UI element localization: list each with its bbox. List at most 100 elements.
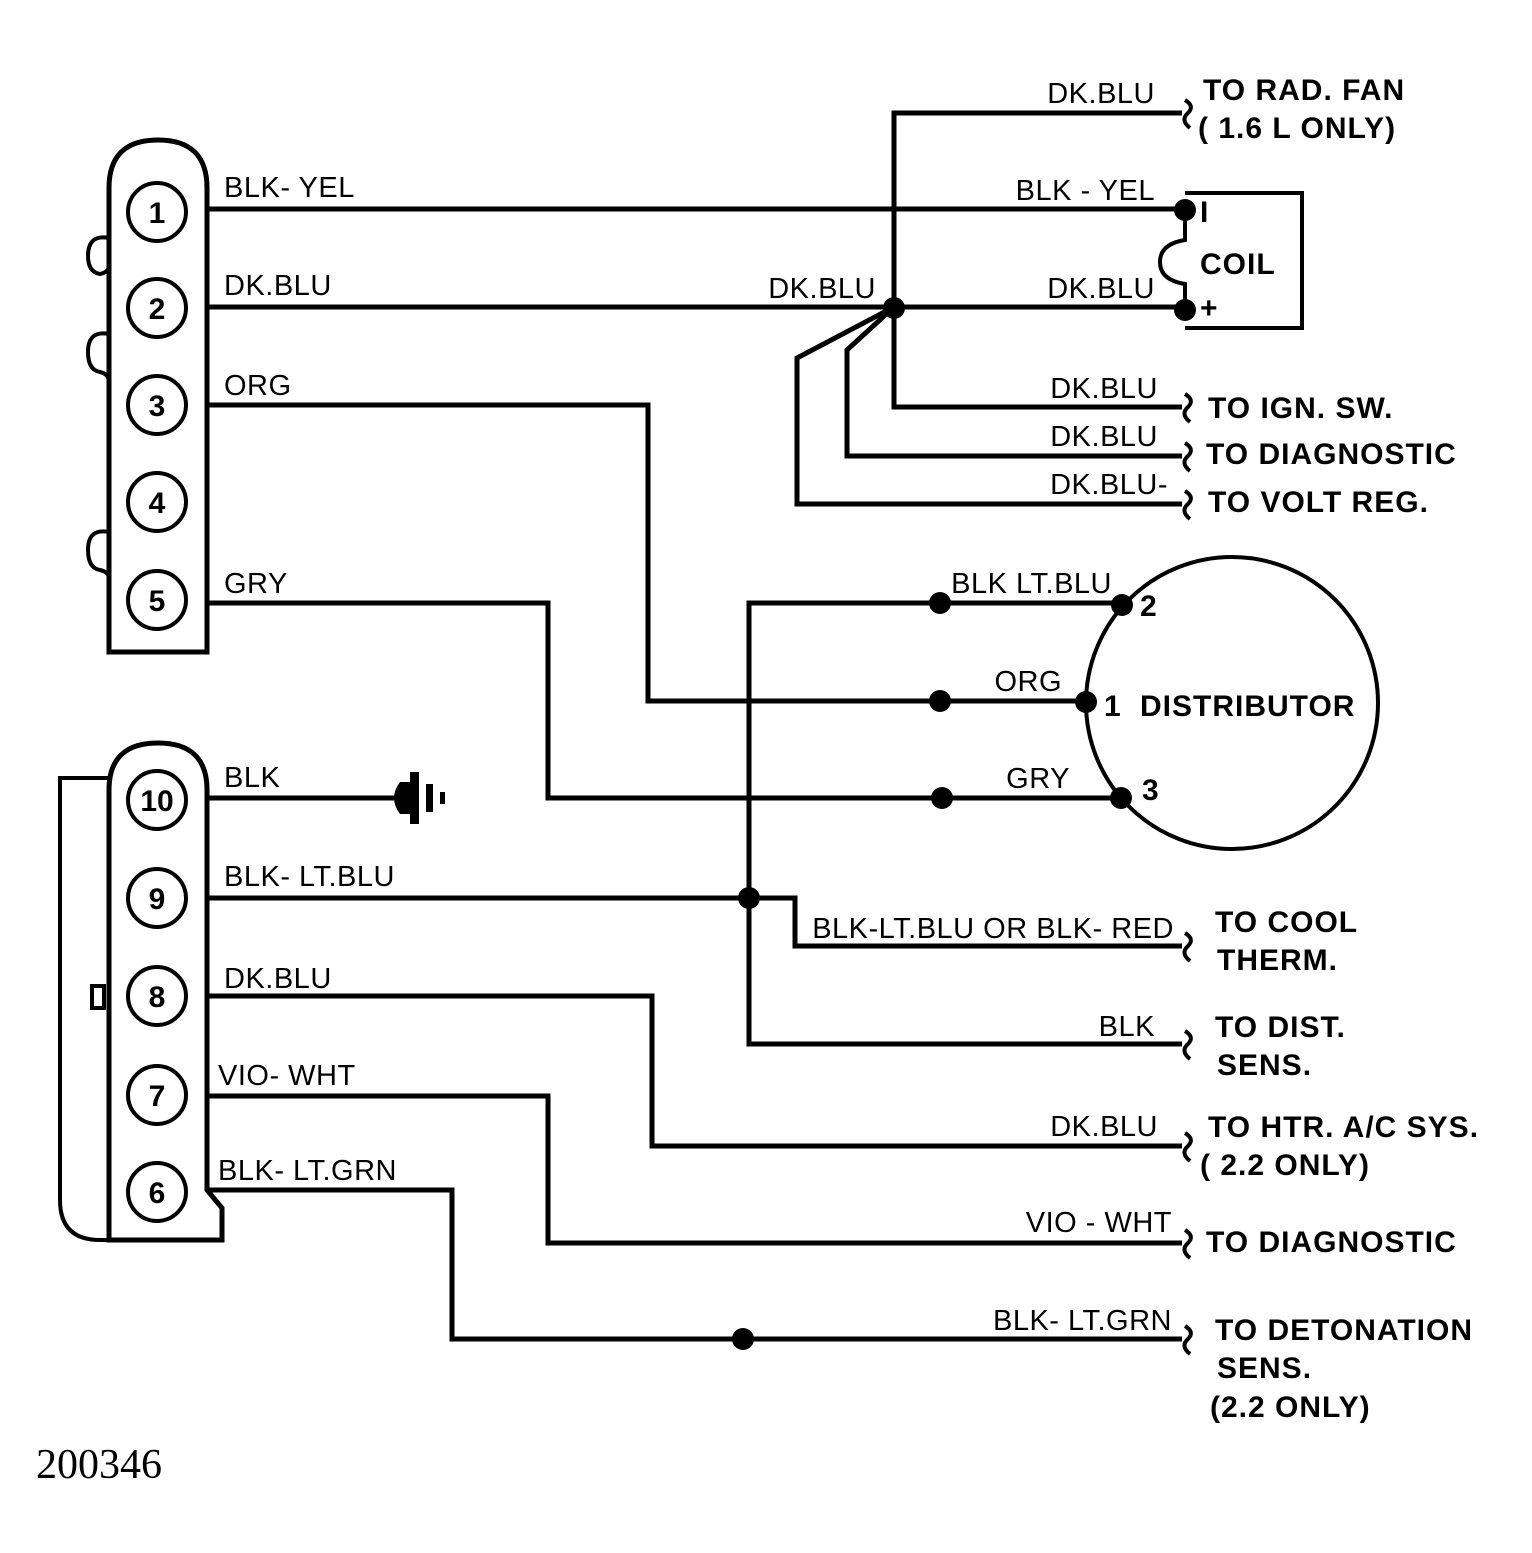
svg-text:+: +: [1200, 292, 1219, 325]
harness-end-markers: [1182, 98, 1193, 1356]
label-detonation-wire: BLK- LT.GRN: [993, 1305, 1172, 1337]
wire-pin8-htr: [207, 993, 1182, 1149]
wire-pin5-gry: [207, 600, 1121, 801]
svg-text:1: 1: [149, 197, 166, 230]
label-pin10-wire: BLK: [224, 762, 280, 794]
dest-detonation-1: TO DETONATION: [1215, 1314, 1473, 1347]
label-pin2-wire: DK.BLU: [224, 270, 332, 302]
connector-bottom: 10 9 8 7 6: [58, 740, 225, 1243]
wire-pin7-diagnostic: [207, 1093, 1182, 1246]
terminator-diag-1: [1182, 441, 1193, 473]
dest-htr-2: ( 2.2 ONLY): [1200, 1149, 1370, 1182]
wire-pin3-org: [207, 402, 1086, 704]
svg-text:4: 4: [149, 487, 166, 520]
splice-dk-blu: [883, 297, 905, 319]
dest-detonation-3: (2.2 ONLY): [1210, 1391, 1371, 1424]
dest-cool-therm-2: THERM.: [1217, 944, 1338, 977]
label-pin7-wire: VIO- WHT: [218, 1060, 356, 1092]
svg-text:3: 3: [1142, 774, 1160, 807]
label-pin6-wire: BLK- LT.GRN: [218, 1155, 397, 1187]
label-rad-fan-wire: DK.BLU: [1047, 78, 1155, 110]
label-pin8-wire: DK.BLU: [224, 963, 332, 995]
pin-6: 6: [126, 1161, 188, 1223]
dest-diag1: TO DIAGNOSTIC: [1206, 438, 1457, 471]
label-dist2-wire: BLK LT.BLU: [951, 568, 1112, 600]
svg-text:6: 6: [149, 1177, 166, 1210]
label-dist3-wire: GRY: [1006, 763, 1070, 795]
coil-terminal-pos: [1174, 299, 1196, 321]
label-ign-sw-wire: DK.BLU: [1050, 373, 1158, 405]
label-diag2-wire: VIO - WHT: [1026, 1207, 1172, 1239]
wire-diagnostic-1: [844, 305, 1182, 459]
wire-dist2-bus: [746, 600, 1182, 1047]
label-volt-reg-wire: DK.BLU-: [1050, 469, 1168, 501]
dest-rad-fan-2: ( 1.6 L ONLY): [1198, 112, 1396, 145]
label-dist1-wire: ORG: [994, 666, 1062, 698]
ground-icon: [394, 772, 445, 824]
pin-5: 5: [126, 569, 188, 631]
label-htr-wire: DK.BLU: [1050, 1111, 1158, 1143]
label-coil-neg-wire: BLK - YEL: [1016, 175, 1155, 207]
dest-dist-sens-2: SENS.: [1217, 1049, 1312, 1082]
dest-cool-therm-1: TO COOL: [1215, 906, 1358, 939]
latch-loop-1: [85, 235, 111, 277]
svg-text:8: 8: [149, 981, 166, 1014]
terminator-ign-sw: [1182, 392, 1193, 424]
splice-pin9: [738, 887, 760, 909]
pin-8: 8: [126, 965, 188, 1027]
splice-blk-lt-blu: [929, 592, 951, 614]
terminator-diag-2: [1182, 1228, 1193, 1260]
label-splice-wire: DK.BLU: [768, 273, 876, 305]
label-pin3-wire: ORG: [224, 370, 292, 402]
figure-number: 200346: [36, 1442, 162, 1488]
pin-4: 4: [126, 471, 188, 533]
connector-top: 1 2 3 4 5: [85, 137, 210, 655]
pin-1: 1: [126, 181, 188, 243]
dest-ign-sw: TO IGN. SW.: [1208, 392, 1393, 425]
terminator-volt-reg: [1182, 489, 1193, 521]
dest-diag2: TO DIAGNOSTIC: [1206, 1226, 1457, 1259]
connector-shell: [58, 776, 109, 1242]
svg-text:7: 7: [149, 1080, 166, 1113]
svg-text:2: 2: [1140, 590, 1158, 623]
dest-htr-1: TO HTR. A/C SYS.: [1208, 1111, 1479, 1144]
connector-tab: [90, 984, 106, 1010]
label-pin9-wire: BLK- LT.BLU: [224, 861, 395, 893]
dest-volt-reg: TO VOLT REG.: [1208, 486, 1429, 519]
pin-2: 2: [126, 277, 188, 339]
label-pin5-wire: GRY: [224, 568, 288, 600]
svg-text:10: 10: [140, 785, 173, 818]
pin-7: 7: [126, 1064, 188, 1126]
wire-ign-sw: [891, 307, 1182, 410]
distributor-label: DISTRIBUTOR: [1140, 690, 1355, 723]
splice-gry: [931, 787, 953, 809]
terminator-detonation: [1182, 1324, 1193, 1356]
wire-pin6-detonation: [207, 1187, 1182, 1342]
label-coil-pos-wire: DK.BLU: [1047, 273, 1155, 305]
label-diag1-wire: DK.BLU: [1050, 421, 1158, 453]
dest-rad-fan-1: TO RAD. FAN: [1203, 74, 1405, 107]
pin-9: 9: [126, 867, 188, 929]
latch-loop-2: [85, 331, 111, 383]
svg-text:2: 2: [149, 293, 166, 326]
label-cool-therm-wire: BLK-LT.BLU OR BLK- RED: [812, 913, 1174, 945]
wire-pin9-cool-therm: [207, 895, 1182, 949]
terminator-dist-sens: [1182, 1029, 1193, 1061]
wire-rad-fan: [891, 110, 1182, 307]
svg-text:3: 3: [149, 390, 166, 423]
latch-loop-3: [85, 529, 111, 579]
splice-org: [929, 690, 951, 712]
svg-text:9: 9: [149, 883, 166, 916]
splice-lt-grn: [732, 1328, 754, 1350]
pin-3: 3: [126, 374, 188, 436]
wire-volt-reg: [794, 304, 1182, 507]
dest-dist-sens-1: TO DIST.: [1215, 1011, 1346, 1044]
dest-detonation-2: SENS.: [1217, 1352, 1312, 1385]
svg-text:5: 5: [149, 585, 166, 618]
svg-text:1: 1: [1104, 690, 1122, 723]
label-pin1-wire: BLK- YEL: [224, 172, 355, 204]
coil-label: COIL: [1200, 248, 1276, 281]
pin-10: 10: [126, 769, 188, 831]
label-dist-sens-wire: BLK: [1099, 1011, 1155, 1043]
